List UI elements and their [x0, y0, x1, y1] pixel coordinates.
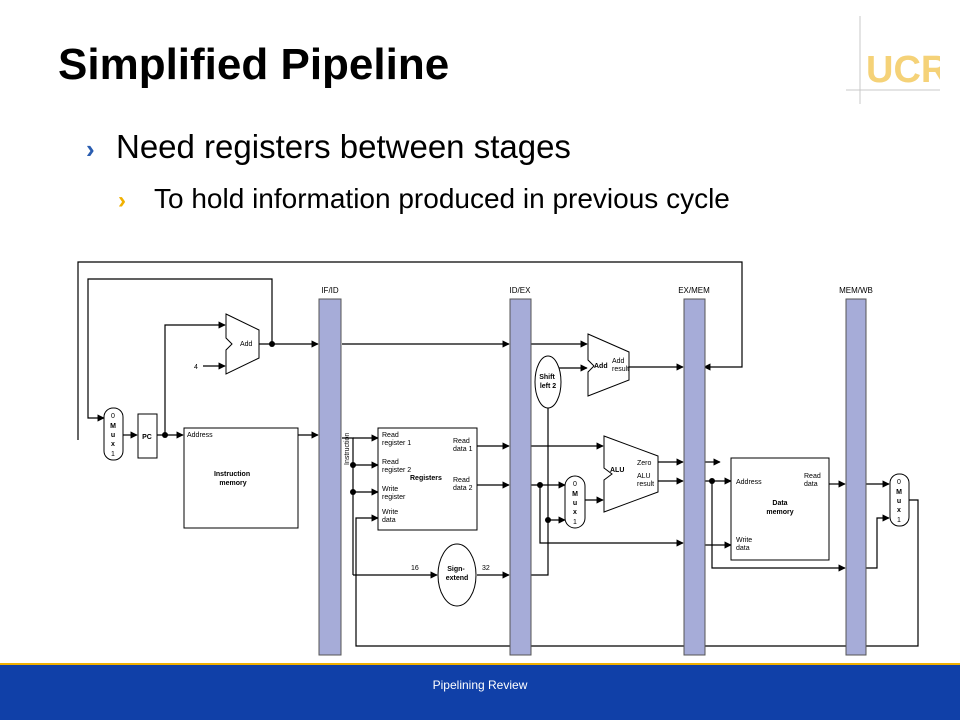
- mem-wb-register: [845, 298, 867, 656]
- instruction-memory-label: Instruction memory: [214, 471, 252, 487]
- instruction-memory: [183, 427, 299, 529]
- bullet-2-text: To hold information produced in previous…: [154, 183, 730, 214]
- pc-mux: [103, 407, 124, 461]
- svg-text:u: u: [111, 432, 115, 439]
- footer-accent-line: [0, 663, 960, 665]
- svg-text:u: u: [897, 498, 901, 505]
- data-memory: [730, 457, 830, 561]
- svg-text:1: 1: [573, 519, 577, 526]
- wb-mux: [889, 473, 910, 527]
- bullet-1-text: Need registers between stages: [116, 128, 571, 165]
- svg-text:Sign- extend: Sign- extend: [446, 566, 469, 582]
- ex-mem-label: EX/MEM: [678, 286, 710, 295]
- bullet-level-1: › Need registers between stages: [86, 128, 571, 166]
- ex-adder: [587, 333, 630, 397]
- footer-bar: Pipelining Review: [0, 663, 960, 720]
- svg-text:32: 32: [482, 565, 490, 572]
- svg-text:PC: PC: [142, 434, 152, 441]
- svg-text:x: x: [897, 507, 901, 514]
- logo-text: UCR: [866, 49, 940, 91]
- bullet-level-2: › To hold information produced in previou…: [118, 183, 730, 215]
- if-adder: [225, 313, 260, 375]
- svg-text:x: x: [111, 441, 115, 448]
- svg-text:x: x: [573, 509, 577, 516]
- svg-text:M: M: [896, 489, 902, 496]
- alu: [603, 435, 659, 513]
- svg-text:M: M: [110, 423, 116, 430]
- svg-text:Shift left 2: Shift left 2: [539, 374, 557, 390]
- bullet-arrow-icon: ›: [86, 134, 95, 164]
- svg-text:1: 1: [111, 451, 115, 458]
- svg-text:ALU: ALU: [610, 467, 624, 474]
- slide-title: Simplified Pipeline: [58, 40, 450, 89]
- svg-text:Address: Address: [736, 479, 762, 486]
- svg-text:Add: Add: [240, 341, 253, 348]
- svg-text:Registers: Registers: [410, 475, 442, 482]
- svg-text:Add: Add: [594, 363, 608, 370]
- svg-text:0: 0: [897, 479, 901, 486]
- ucr-logo: UCR: [846, 16, 940, 104]
- svg-text:M: M: [572, 491, 578, 498]
- footer-text: Pipelining Review: [432, 678, 528, 692]
- bullet-arrow-icon: ›: [118, 187, 126, 214]
- pc-register: [137, 413, 158, 459]
- instruction-label: Instruction: [344, 433, 351, 465]
- ex-mem-register: [683, 298, 706, 656]
- mem-wb-label: MEM/WB: [839, 286, 873, 295]
- register-file: [377, 427, 478, 531]
- svg-text:ALU result: ALU result: [637, 473, 654, 488]
- svg-text:Address: Address: [187, 432, 213, 439]
- svg-text:Add result: Add result: [612, 358, 629, 373]
- svg-text:0: 0: [573, 481, 577, 488]
- svg-text:16: 16: [411, 565, 419, 572]
- sign-extend: [437, 543, 477, 607]
- svg-text:4: 4: [194, 364, 198, 371]
- if-id-label: IF/ID: [321, 286, 339, 295]
- shift-left-2: [534, 355, 562, 409]
- svg-text:0: 0: [111, 413, 115, 420]
- svg-text:u: u: [573, 500, 577, 507]
- alu-mux: [564, 475, 586, 529]
- svg-text:1: 1: [897, 517, 901, 524]
- svg-text:Zero: Zero: [637, 460, 652, 467]
- id-ex-label: ID/EX: [510, 286, 532, 295]
- if-id-register: [318, 298, 342, 656]
- id-ex-register: [509, 298, 532, 656]
